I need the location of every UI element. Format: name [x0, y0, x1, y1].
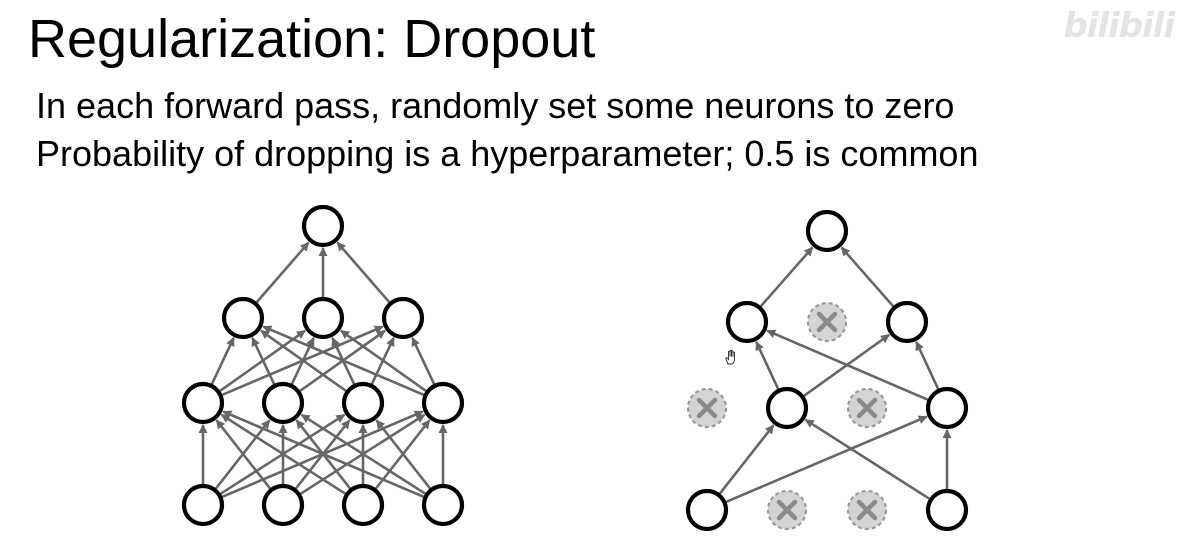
neuron	[805, 209, 849, 253]
neuron	[381, 296, 425, 340]
cross-icon	[816, 311, 838, 333]
neuron	[685, 488, 729, 532]
connection-arrow	[915, 341, 940, 390]
cross-icon	[856, 397, 878, 419]
connection-arrow	[215, 419, 272, 490]
connection-arrow	[803, 333, 890, 397]
node-group	[181, 204, 465, 527]
hand-cursor-icon	[725, 349, 735, 365]
node-group	[685, 209, 969, 532]
connection-arrow	[290, 337, 315, 385]
connection-arrow	[374, 419, 431, 490]
connection-arrow	[255, 241, 310, 304]
dropped-neuron	[806, 301, 848, 343]
dropped-neuron	[686, 387, 728, 429]
connection-arrow	[300, 413, 426, 495]
connection-arrow	[340, 329, 427, 392]
neuron	[421, 483, 465, 527]
watermark-logo: bilibili	[1063, 6, 1175, 46]
connection-arrow	[295, 419, 352, 490]
slide-title: Regularization: Dropout	[28, 9, 596, 69]
connection-arrow	[336, 241, 391, 304]
neuron	[885, 300, 929, 344]
connection-arrow	[251, 337, 276, 385]
connection-arrow	[221, 410, 424, 498]
bullet-drop-probability: Probability of dropping is a hyperparame…	[36, 133, 979, 174]
connection-arrow	[718, 424, 775, 495]
dropped-neuron	[766, 489, 808, 531]
connection-arrow	[220, 413, 346, 495]
neuron	[421, 381, 465, 425]
cross-icon	[856, 499, 878, 521]
connection-arrow	[222, 410, 425, 498]
connection-arrow	[260, 329, 347, 392]
connection-arrow	[214, 419, 271, 490]
neuron	[181, 483, 225, 527]
neuron	[301, 296, 345, 340]
connection-arrow	[804, 418, 930, 500]
connection-arrow	[299, 329, 386, 392]
neuron	[925, 386, 969, 430]
connection-arrow	[210, 337, 235, 385]
connection-arrow	[331, 337, 356, 385]
bullet-forward-pass: In each forward pass, randomly set some …	[36, 85, 955, 126]
connection-arrow	[766, 329, 929, 401]
neuron	[341, 483, 385, 527]
dropped-neuron	[846, 489, 888, 531]
connection-arrow	[759, 246, 814, 308]
neuron	[261, 381, 305, 425]
dropout-network	[685, 209, 969, 532]
neuron	[341, 381, 385, 425]
connection-arrow	[220, 413, 346, 495]
connection-arrow	[840, 246, 895, 308]
neuron	[301, 204, 345, 248]
connection-arrow	[370, 337, 395, 385]
connection-arrow	[219, 329, 306, 392]
neuron	[221, 296, 265, 340]
edge-group	[198, 241, 448, 498]
neuron	[925, 488, 969, 532]
neuron	[261, 483, 305, 527]
connection-arrow	[725, 415, 928, 503]
neuron	[725, 300, 769, 344]
connection-arrow	[221, 325, 384, 396]
neuron	[765, 386, 809, 430]
connection-arrow	[294, 419, 351, 490]
connection-arrow	[375, 419, 432, 490]
dropped-neuron	[846, 387, 888, 429]
connection-arrow	[300, 413, 426, 495]
edge-group	[718, 246, 952, 503]
neuron	[181, 381, 225, 425]
cross-icon	[776, 499, 798, 521]
cross-icon	[696, 397, 718, 419]
connection-arrow	[411, 337, 436, 385]
standard-network	[181, 204, 465, 527]
connection-arrow	[262, 325, 425, 396]
connection-arrow	[755, 341, 780, 390]
